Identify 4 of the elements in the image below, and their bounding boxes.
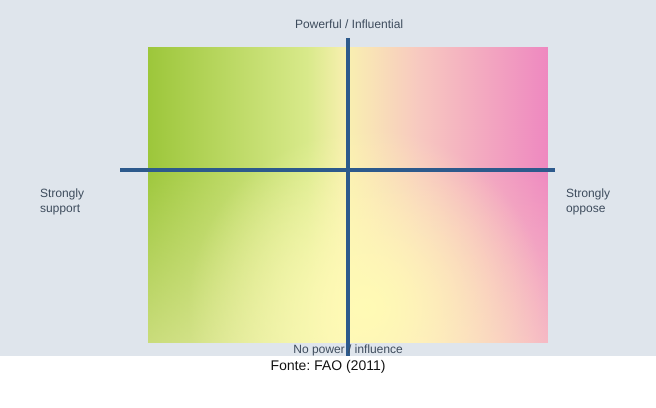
axis-label: Strongly oppose [566,186,610,215]
axis-label: Strongly support [40,186,84,215]
axis-label: Powerful / Influential [294,17,404,31]
caption: Fonte: FAO (2011) [270,357,386,373]
